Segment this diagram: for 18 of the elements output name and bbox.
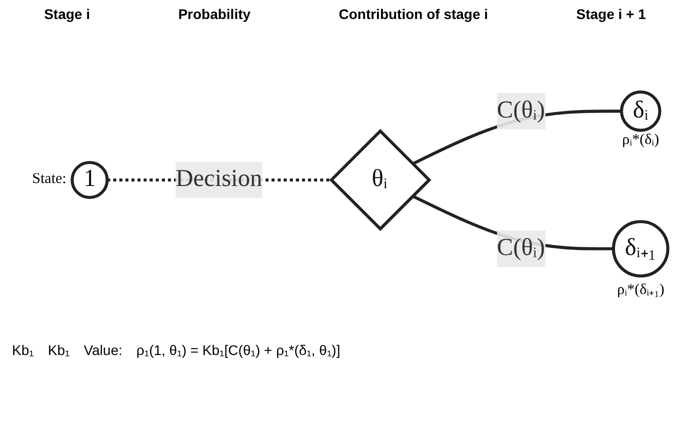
probability-label: Kb₁ (12, 342, 34, 358)
edge-label: Decision (176, 166, 262, 192)
edge-label: C(θᵢ) (496, 235, 545, 261)
node-diamond: θᵢ (329, 128, 432, 232)
column-heading: Stage i + 1 (576, 6, 646, 22)
column-heading: Stage i (44, 6, 90, 22)
node-circle: 1 (70, 160, 109, 199)
value-heading: Value: (84, 342, 122, 358)
column-heading: Probability (178, 6, 251, 22)
value-formula: ρ₁(1, θ₁) = Kb₁[C(θ₁) + ρ₁*(δ₁, θ₁)] (136, 342, 340, 358)
node-circle: δᵢ (620, 90, 662, 132)
edge-label: C(θᵢ) (496, 97, 545, 124)
state-label: State: (32, 171, 66, 188)
column-heading: Contribution of stage i (338, 6, 488, 22)
probability-label: Kb₁ (48, 342, 70, 358)
value-label: ρᵢ*(δᵢ₊₁) (617, 280, 664, 299)
value-label: ρᵢ*(δᵢ) (622, 132, 660, 150)
node-circle: δᵢ₊₁ (612, 220, 670, 278)
